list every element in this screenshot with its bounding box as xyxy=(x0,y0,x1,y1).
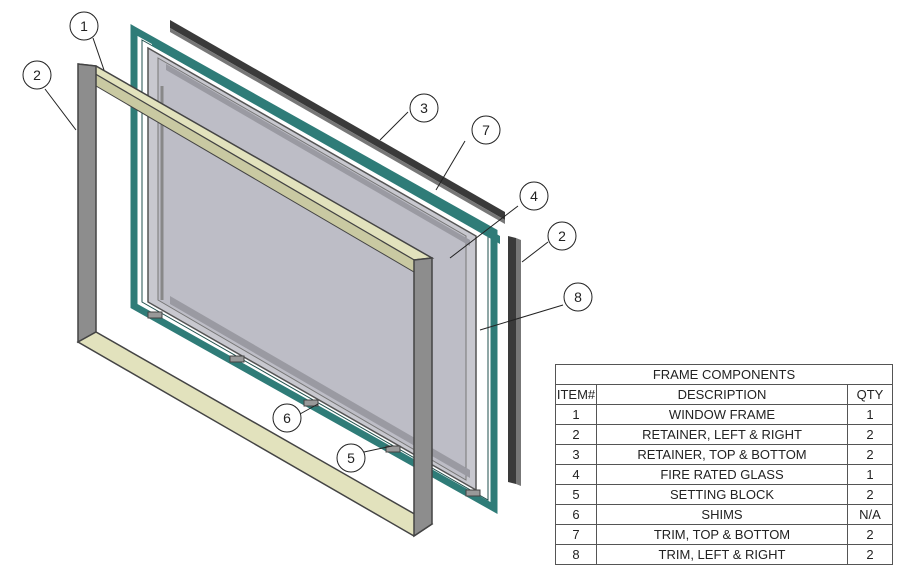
table-row: 6 SHIMS N/A xyxy=(555,504,893,525)
table-row: 2 RETAINER, LEFT & RIGHT 2 xyxy=(555,424,893,445)
frame-components-table: FRAME COMPONENTS ITEM# DESCRIPTION QTY 1… xyxy=(555,364,893,565)
cell-item: 5 xyxy=(555,484,597,505)
retainer-left-right-bar xyxy=(508,236,521,486)
balloon-label: 3 xyxy=(420,100,428,116)
cell-description: RETAINER, LEFT & RIGHT xyxy=(596,424,848,445)
cell-qty: 2 xyxy=(847,424,893,445)
cell-qty: 1 xyxy=(847,464,893,485)
balloon: 6 xyxy=(272,403,302,433)
cell-qty: 2 xyxy=(847,524,893,545)
balloon-label: 7 xyxy=(482,122,490,138)
table-header-row: ITEM# DESCRIPTION QTY xyxy=(555,384,893,405)
balloon: 8 xyxy=(563,282,593,312)
balloon-label: 6 xyxy=(283,410,291,426)
cell-description: RETAINER, TOP & BOTTOM xyxy=(596,444,848,465)
table-row: 3 RETAINER, TOP & BOTTOM 2 xyxy=(555,444,893,465)
trim-top-bottom xyxy=(152,38,500,244)
balloon-label: 2 xyxy=(33,67,41,83)
cell-description: FIRE RATED GLASS xyxy=(596,464,848,485)
table-title-row: FRAME COMPONENTS xyxy=(555,364,893,385)
balloon: 2 xyxy=(22,60,52,90)
cell-item: 1 xyxy=(555,404,597,425)
retainer-top-bottom xyxy=(170,20,505,224)
table-row: 8 TRIM, LEFT & RIGHT 2 xyxy=(555,544,893,565)
cell-qty: 2 xyxy=(847,444,893,465)
leader-lines xyxy=(44,37,564,453)
table-row: 4 FIRE RATED GLASS 1 xyxy=(555,464,893,485)
cell-item: 2 xyxy=(555,424,597,445)
cell-description: SHIMS xyxy=(596,504,848,525)
cell-item: 7 xyxy=(555,524,597,545)
cell-qty: 2 xyxy=(847,484,893,505)
balloon: 4 xyxy=(519,181,549,211)
header-qty: QTY xyxy=(847,384,893,405)
balloon: 3 xyxy=(409,93,439,123)
cell-description: SETTING BLOCK xyxy=(596,484,848,505)
table-title: FRAME COMPONENTS xyxy=(555,364,893,385)
window-frame xyxy=(76,63,435,538)
header-description: DESCRIPTION xyxy=(596,384,848,405)
header-item: ITEM# xyxy=(555,384,597,405)
cell-qty: 1 xyxy=(847,404,893,425)
cell-item: 3 xyxy=(555,444,597,465)
cell-description: TRIM, LEFT & RIGHT xyxy=(596,544,848,565)
table-row: 5 SETTING BLOCK 2 xyxy=(555,484,893,505)
cell-item: 6 xyxy=(555,504,597,525)
balloon-label: 8 xyxy=(574,289,582,305)
cell-qty: 2 xyxy=(847,544,893,565)
cell-item: 8 xyxy=(555,544,597,565)
cell-item: 4 xyxy=(555,464,597,485)
table-row: 7 TRIM, TOP & BOTTOM 2 xyxy=(555,524,893,545)
balloon: 1 xyxy=(69,11,99,41)
balloon-label: 5 xyxy=(347,450,355,466)
balloon-label: 2 xyxy=(558,228,566,244)
setting-blocks xyxy=(147,311,481,497)
cell-description: WINDOW FRAME xyxy=(596,404,848,425)
balloon-label: 1 xyxy=(80,18,88,34)
balloon: 2 xyxy=(547,221,577,251)
cell-qty: N/A xyxy=(847,504,893,525)
balloon: 7 xyxy=(471,115,501,145)
cell-description: TRIM, TOP & BOTTOM xyxy=(596,524,848,545)
balloon-label: 4 xyxy=(530,188,538,204)
table-row: 1 WINDOW FRAME 1 xyxy=(555,404,893,425)
balloon: 5 xyxy=(336,443,366,473)
